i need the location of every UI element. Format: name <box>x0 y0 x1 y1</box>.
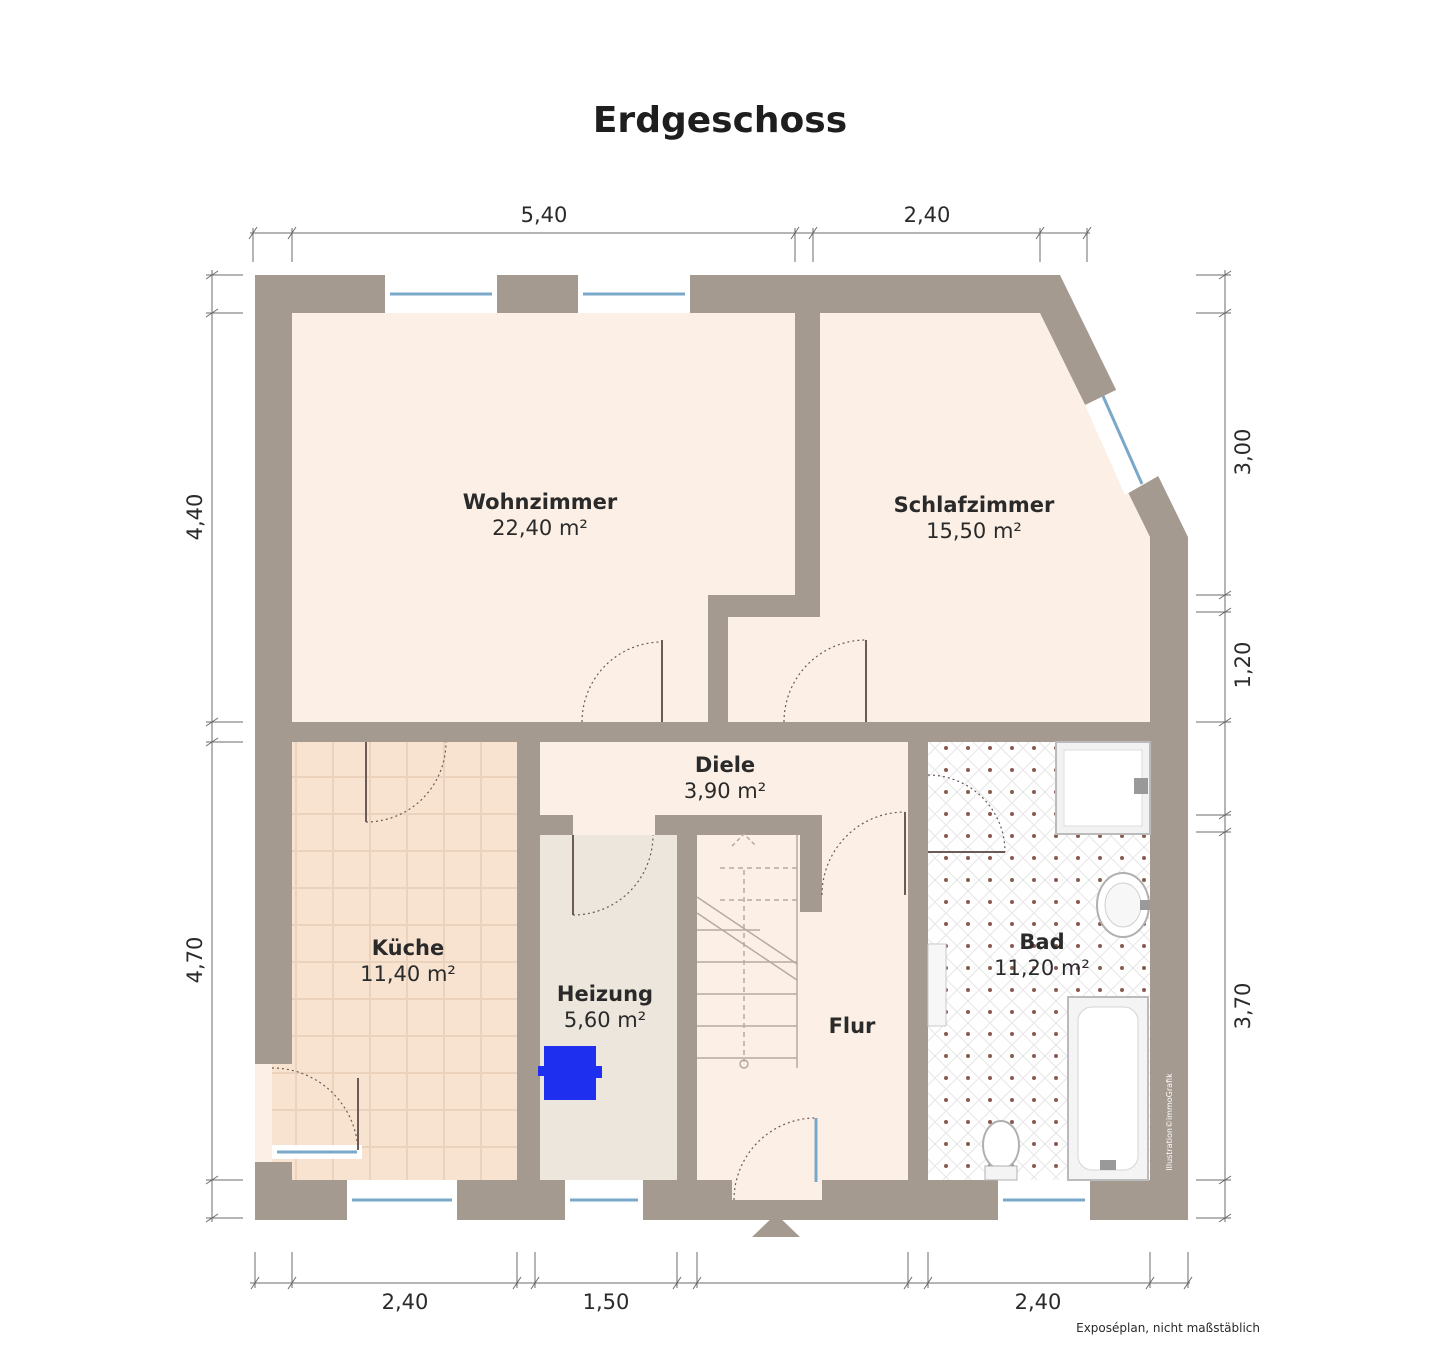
dim-right-1: 3,00 <box>1231 429 1255 476</box>
window-kueche-side <box>272 1145 362 1159</box>
door-bad <box>927 774 1006 853</box>
wall-bad-a <box>908 742 928 772</box>
staircase <box>696 832 798 1069</box>
wall-h-right <box>866 722 1150 742</box>
sink-icon <box>1096 872 1150 938</box>
wall-h-left <box>292 722 366 742</box>
window-bad <box>998 1180 1090 1220</box>
dim-left-2: 4,70 <box>183 937 207 984</box>
wall-stair-left <box>677 815 697 1180</box>
door-wohnzimmer <box>581 640 663 723</box>
illustration-credit: Illustration©immoGrafik <box>1165 1073 1174 1171</box>
room-area-diele: 3,90 m² <box>684 779 766 803</box>
room-name-flur: Flur <box>829 1014 876 1038</box>
wall-kueche-entry-cut <box>255 1064 272 1162</box>
window-schlaf <box>1085 388 1160 495</box>
room-area-bad: 11,20 m² <box>994 956 1090 980</box>
room-area-kueche: 11,40 m² <box>360 962 456 986</box>
toilet-icon <box>982 1120 1020 1181</box>
wall-kueche-heiz <box>517 742 540 1180</box>
dim-right-3: 3,70 <box>1231 983 1255 1030</box>
wohnzimmer-floor <box>292 313 795 722</box>
door-haustuer <box>733 1117 817 1201</box>
dim-top-2: 2,40 <box>904 203 951 227</box>
room-name-kueche: Küche <box>372 936 445 960</box>
room-name-diele: Diele <box>695 753 755 777</box>
wall-h-mid-a <box>447 722 582 742</box>
wall-heiz-top-a <box>517 815 573 835</box>
boiler-icon <box>538 1046 602 1100</box>
room-area-schlafzimmer: 15,50 m² <box>926 519 1022 543</box>
room-area-wohnzimmer: 22,40 m² <box>492 516 588 540</box>
door-kueche-entry <box>271 1067 359 1151</box>
wall-h-mid-b <box>664 722 784 742</box>
entrance-arrow-icon <box>752 1214 800 1237</box>
room-name-heizung: Heizung <box>557 982 653 1006</box>
wall-stub <box>800 815 822 912</box>
bathtub-icon <box>1067 996 1149 1181</box>
window-heizung <box>565 1180 643 1220</box>
window-kueche <box>347 1180 457 1220</box>
dimension-lines <box>205 226 1232 1290</box>
kueche-floor <box>292 742 517 1180</box>
door-schlafzimmer <box>783 639 867 723</box>
dim-top-1: 5,40 <box>521 203 568 227</box>
door-kueche <box>365 741 447 823</box>
door-heizung <box>572 834 654 916</box>
dim-bottom-2: 1,50 <box>583 1290 630 1314</box>
room-name-bad: Bad <box>1019 930 1064 954</box>
wall-bad-b <box>908 855 928 1180</box>
radiator-icon <box>927 943 947 1027</box>
wall-notch <box>708 595 728 722</box>
wall-wohn-schlaf <box>795 313 820 617</box>
room-name-wohnzimmer: Wohnzimmer <box>463 490 618 514</box>
dim-right-2: 1,20 <box>1231 642 1255 689</box>
dim-bottom-1: 2,40 <box>382 1290 429 1314</box>
room-area-heizung: 5,60 m² <box>564 1008 646 1032</box>
heizung-floor <box>540 835 677 1180</box>
plan-note: Exposéplan, nicht maßstäblich <box>1076 1321 1260 1335</box>
dim-bottom-3: 2,40 <box>1015 1290 1062 1314</box>
shower-tray-icon <box>1055 741 1151 835</box>
door-flur-stub <box>821 811 906 896</box>
room-name-schlafzimmer: Schlafzimmer <box>894 493 1055 517</box>
schlafzimmer-floor <box>728 313 1150 722</box>
window-wohn-2 <box>578 275 690 313</box>
dim-left-1: 4,40 <box>183 494 207 541</box>
window-wohn-1 <box>385 275 497 313</box>
plan-title: Erdgeschoss <box>593 100 847 141</box>
